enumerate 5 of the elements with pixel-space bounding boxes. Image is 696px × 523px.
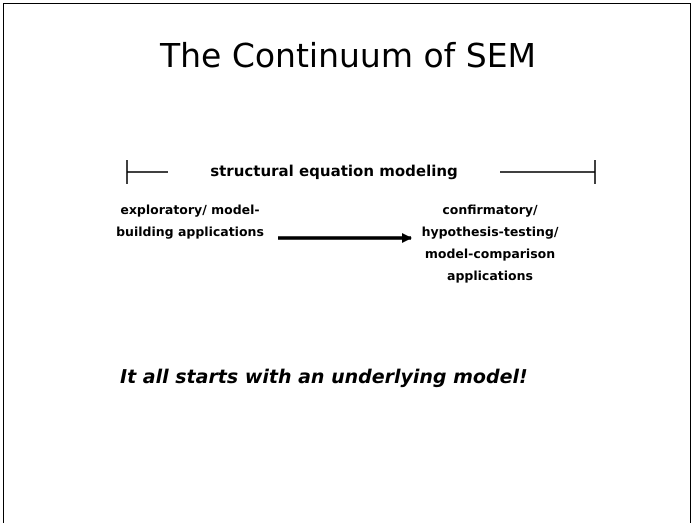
node-text: confirmatory/ hypothesis-testing/ model-comparison applications bbox=[405, 199, 575, 287]
note-text: It all starts with an underlying model! bbox=[120, 366, 528, 388]
slide-title: The Continuum of SEM bbox=[158, 36, 538, 75]
node-text: exploratory/ model-building applications bbox=[100, 199, 280, 243]
arrow bbox=[278, 233, 412, 243]
